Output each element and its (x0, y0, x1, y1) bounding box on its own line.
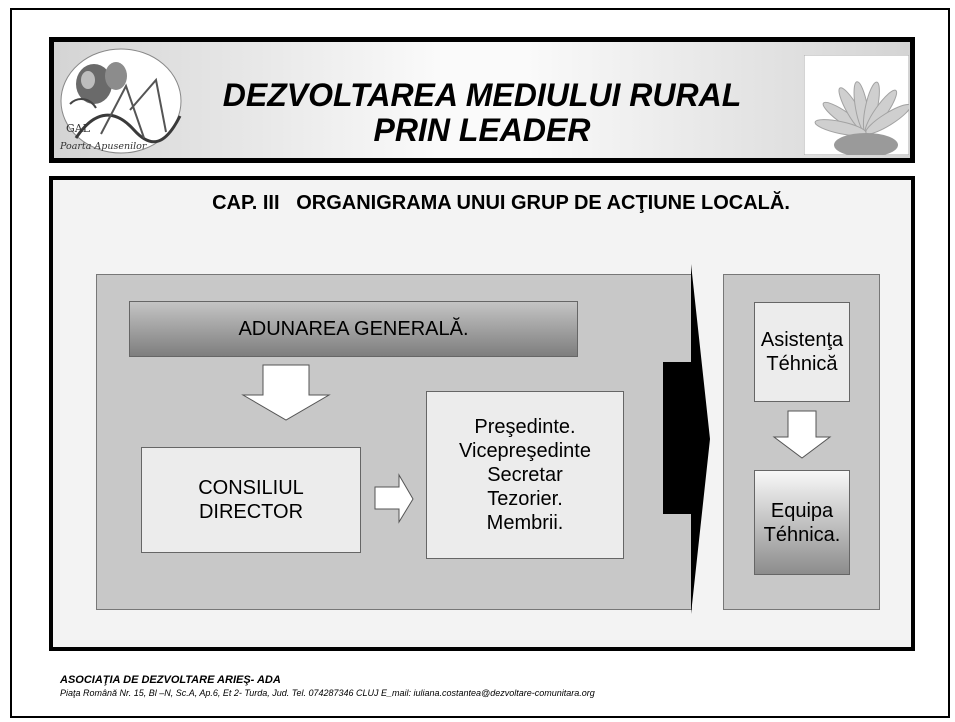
adunarea-generala-label: ADUNAREA GENERALĂ. (238, 318, 469, 340)
big-right-arrow (663, 264, 710, 614)
technical-panel: Asistenţa Téhnică Equipa Téhnica. (723, 274, 880, 610)
officer-item: Membrii. (486, 512, 564, 534)
right-arrow-consiliul-to-officers (374, 473, 414, 524)
logo-text-subtitle: Poarta Apusenilor (59, 141, 148, 152)
footer-address: Piaţa Română Nr. 15, Bl –N, Sc.A, Ap.6, … (60, 688, 595, 698)
equipa-line2: Téhnica. (763, 523, 841, 546)
footer-organization: ASOCIAŢIA DE DEZVOLTARE ARIEŞ- ADA (60, 674, 281, 686)
adunarea-generala-box: ADUNAREA GENERALĂ. (129, 301, 578, 357)
chapter-title: CAP. III ORGANIGRAMA UNUI GRUP DE ACŢIUN… (212, 192, 790, 214)
equipa-line1: Equipa (770, 499, 834, 522)
gal-logo: GAL Poarta Apusenilor (59, 48, 182, 154)
equipa-tehnica-box: Equipa Téhnica. (754, 470, 850, 575)
asistenta-line2: Téhnică (766, 353, 838, 375)
logo-text-gal: GAL (66, 122, 91, 135)
consiliul-line2: DIRECTOR (198, 501, 304, 523)
consiliul-line1: CONSILIUL (198, 477, 304, 499)
org-chart-panel: ADUNAREA GENERALĂ. CONSILIUL DIRECTOR Pr… (96, 274, 692, 610)
flower-image (804, 55, 909, 155)
officers-box: Preşedinte. Vicepreşedinte Secretar Tezo… (426, 391, 624, 559)
officer-item: Tezorier. (487, 488, 563, 510)
content-panel: CAP. III ORGANIGRAMA UNUI GRUP DE ACŢIUN… (49, 176, 915, 651)
down-arrow-adunarea-to-consiliul (241, 364, 331, 421)
banner-title-line1: DEZVOLTAREA MEDIULUI RURAL (222, 77, 742, 113)
title-banner: GAL Poarta Apusenilor DEZVOLTAREA MEDIUL… (49, 37, 915, 163)
asistenta-tehnica-box: Asistenţa Téhnică (754, 302, 850, 402)
officer-item: Secretar (487, 464, 563, 486)
officer-item: Preşedinte. (474, 416, 576, 438)
asistenta-line1: Asistenţa (760, 329, 844, 351)
banner-title-line2: PRIN LEADER (373, 112, 591, 148)
down-arrow-asistenta-to-equipa (772, 410, 832, 459)
officer-item: Vicepreşedinte (459, 440, 591, 462)
consiliul-director-box: CONSILIUL DIRECTOR (141, 447, 361, 553)
